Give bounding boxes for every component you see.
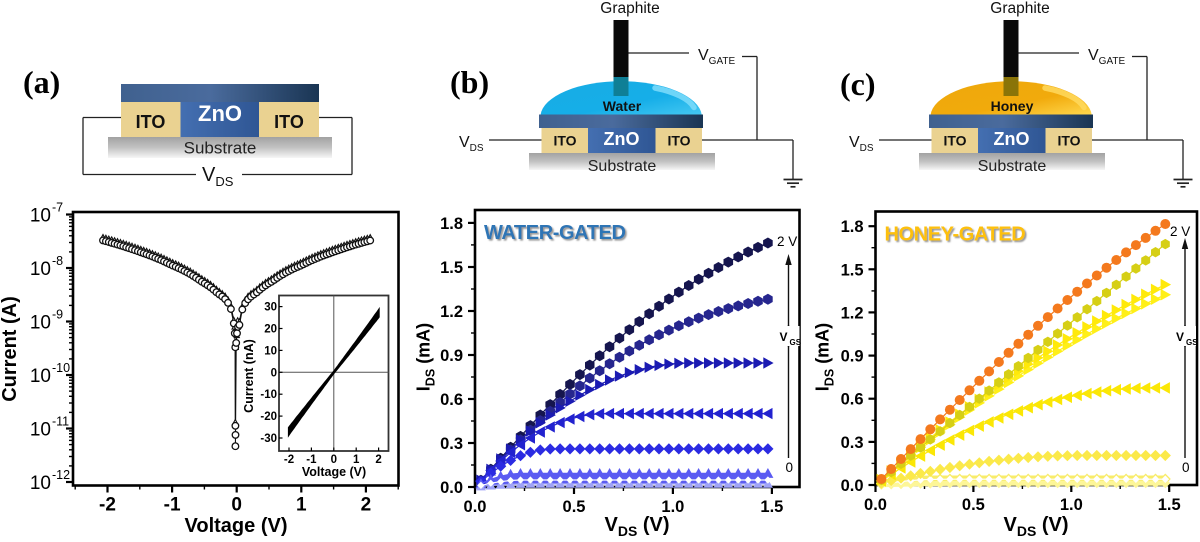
svg-text:10: 10	[30, 366, 51, 387]
svg-text:2: 2	[361, 495, 372, 516]
svg-text:0.0: 0.0	[864, 496, 887, 514]
svg-text:-1: -1	[164, 495, 181, 516]
svg-text:2 V: 2 V	[1170, 224, 1190, 239]
svg-text:0.9: 0.9	[440, 347, 463, 365]
svg-text:1.5: 1.5	[841, 261, 864, 279]
svg-text:-1: -1	[306, 454, 317, 466]
svg-text:-12: -12	[52, 468, 70, 482]
svg-text:0.0: 0.0	[841, 477, 864, 495]
svg-text:-9: -9	[52, 308, 63, 322]
svg-text:WATER-GATED: WATER-GATED	[484, 222, 626, 244]
svg-text:0: 0	[1182, 460, 1190, 475]
svg-text:2 V: 2 V	[777, 234, 797, 249]
svg-text:ITO: ITO	[136, 112, 166, 132]
svg-text:VDS (V): VDS (V)	[604, 514, 669, 539]
svg-text:-2: -2	[99, 495, 116, 516]
svg-text:2: 2	[375, 454, 381, 466]
svg-text:1.5: 1.5	[760, 498, 783, 516]
svg-text:ZnO: ZnO	[994, 129, 1030, 149]
svg-text:1.0: 1.0	[1060, 496, 1083, 514]
svg-text:10: 10	[30, 206, 51, 227]
svg-text:ZnO: ZnO	[604, 129, 640, 149]
svg-text:1.8: 1.8	[440, 215, 463, 233]
svg-text:10: 10	[30, 473, 51, 494]
svg-text:IDS (mA): IDS (mA)	[813, 323, 837, 391]
svg-text:1.2: 1.2	[841, 304, 864, 322]
svg-text:HONEY-GATED: HONEY-GATED	[885, 224, 1026, 246]
svg-text:0.3: 0.3	[440, 435, 463, 453]
svg-text:0.6: 0.6	[440, 391, 463, 409]
svg-text:ITO: ITO	[1057, 133, 1080, 149]
svg-text:Graphite: Graphite	[990, 0, 1049, 17]
svg-text:1.0: 1.0	[661, 498, 684, 516]
svg-text:0.3: 0.3	[841, 434, 864, 452]
svg-text:Voltage (V): Voltage (V)	[185, 515, 288, 537]
svg-text:0: 0	[786, 460, 794, 475]
svg-text:ZnO: ZnO	[198, 101, 242, 126]
svg-text:0.5: 0.5	[563, 498, 586, 516]
svg-text:0.0: 0.0	[440, 479, 463, 497]
svg-text:0: 0	[271, 367, 277, 379]
svg-text:Substrate: Substrate	[184, 139, 257, 158]
svg-text:-7: -7	[52, 201, 63, 215]
svg-text:1: 1	[353, 454, 360, 466]
svg-text:Honey: Honey	[991, 98, 1034, 114]
svg-text:10: 10	[30, 420, 51, 441]
svg-text:-10: -10	[52, 361, 70, 375]
svg-text:0: 0	[231, 495, 242, 516]
svg-text:VDS (V): VDS (V)	[1003, 514, 1068, 539]
svg-text:-8: -8	[52, 254, 63, 268]
svg-text:10: 10	[264, 345, 277, 357]
svg-text:1: 1	[296, 495, 307, 516]
svg-text:Water: Water	[603, 98, 642, 114]
svg-text:1.5: 1.5	[440, 259, 463, 277]
svg-text:20: 20	[264, 324, 277, 336]
svg-text:0.9: 0.9	[841, 348, 864, 366]
svg-text:ITO: ITO	[667, 133, 690, 149]
svg-text:-11: -11	[52, 415, 69, 429]
svg-text:0.5: 0.5	[962, 496, 985, 514]
svg-text:ITO: ITO	[553, 133, 576, 149]
svg-text:Current (nA): Current (nA)	[242, 339, 256, 413]
svg-text:V: V	[780, 330, 788, 344]
svg-text:10: 10	[30, 313, 51, 334]
svg-text:-2: -2	[284, 454, 294, 466]
svg-text:ITO: ITO	[274, 112, 304, 132]
svg-text:1.2: 1.2	[440, 303, 463, 321]
svg-text:0: 0	[331, 454, 337, 466]
svg-text:V: V	[1176, 330, 1184, 344]
svg-text:1.8: 1.8	[841, 218, 864, 236]
svg-text:Current (A): Current (A)	[0, 296, 21, 402]
svg-text:ITO: ITO	[943, 133, 966, 149]
svg-text:10: 10	[30, 259, 51, 280]
svg-text:Graphite: Graphite	[600, 0, 659, 17]
svg-text:30: 30	[264, 302, 277, 314]
svg-text:IDS (mA): IDS (mA)	[414, 323, 438, 391]
svg-text:1.5: 1.5	[1158, 496, 1181, 514]
svg-text:0.6: 0.6	[841, 391, 864, 409]
svg-text:GS: GS	[1186, 338, 1198, 347]
svg-text:-20: -20	[260, 411, 277, 423]
svg-text:-10: -10	[260, 389, 277, 401]
svg-text:GS: GS	[790, 338, 802, 347]
svg-text:Voltage (V): Voltage (V)	[302, 465, 366, 479]
svg-text:Substrate: Substrate	[978, 158, 1047, 175]
svg-text:0.0: 0.0	[464, 498, 487, 516]
svg-text:Substrate: Substrate	[588, 158, 657, 175]
svg-text:-30: -30	[260, 433, 277, 445]
